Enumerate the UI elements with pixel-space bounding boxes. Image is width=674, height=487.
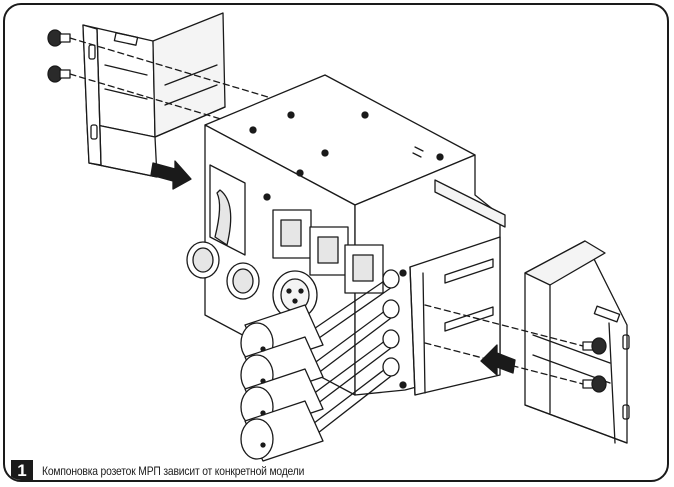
screw-icon [47, 29, 71, 47]
insertion-arrow-icon [150, 160, 192, 190]
screw-icon [582, 337, 607, 355]
front-panel [186, 164, 407, 389]
screw-icon [47, 65, 71, 83]
right-mounting-bracket [524, 240, 630, 444]
cable-connectors [240, 269, 400, 462]
instruction-panel: 1 Компоновка розеток МРП зависит от конк… [3, 3, 669, 482]
insertion-arrow-icon [480, 344, 516, 376]
side-plate [409, 236, 501, 396]
assembly-illustration [47, 12, 630, 462]
caption-bar: 1 Компоновка розеток МРП зависит от конк… [11, 460, 347, 480]
caption-text: Компоновка розеток МРП зависит от конкре… [42, 464, 305, 478]
step-number-badge: 1 [11, 460, 33, 480]
left-mounting-bracket [82, 12, 226, 178]
screw-icon [582, 375, 607, 393]
